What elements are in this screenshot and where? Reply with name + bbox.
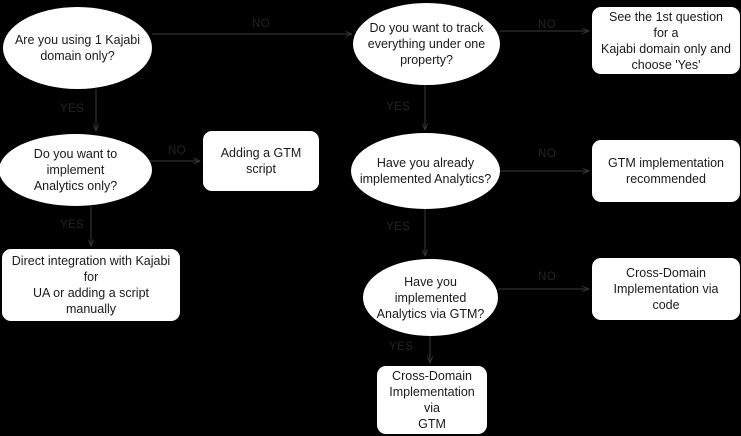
node-label-out-cross-domain-gtm: Cross-Domain Implementation via GTM: [389, 369, 475, 431]
node-q-track-one-property[interactable]: Do you want to track everything under on…: [353, 3, 500, 85]
node-out-direct-integration[interactable]: Direct integration with Kajabi for UA or…: [2, 249, 180, 321]
edge-label-edge-analytics-gtm-yes: YES: [389, 341, 414, 353]
node-q-analytics-via-gtm[interactable]: Have you implemented Analytics via GTM?: [363, 259, 498, 336]
node-out-cross-domain-gtm[interactable]: Cross-Domain Implementation via GTM: [377, 366, 487, 434]
node-label-out-see-1st-question: See the 1st question for a Kajabi domain…: [601, 9, 731, 72]
node-label-q-already-implemented-analytics: Have you already implemented Analytics?: [359, 156, 492, 186]
node-out-adding-gtm-script[interactable]: Adding a GTM script: [203, 131, 319, 191]
edge-label-edge-track-property-no: NO: [538, 19, 557, 31]
node-out-see-1st-question[interactable]: See the 1st question for a Kajabi domain…: [592, 7, 740, 74]
edge-label-edge-track-property-yes: YES: [386, 101, 411, 113]
edge-label-edge-already-analytics-no: NO: [538, 148, 557, 160]
node-label-q-kajabi-domain: Are you using 1 Kajabi domain only?: [14, 33, 141, 63]
node-q-kajabi-domain[interactable]: Are you using 1 Kajabi domain only?: [3, 7, 152, 89]
node-label-out-adding-gtm-script: Adding a GTM script: [220, 146, 302, 176]
edge-label-edge-already-analytics-yes: YES: [386, 221, 411, 233]
node-label-q-implement-analytics-only: Do you want to implement Analytics only?: [33, 147, 118, 193]
edge-label-edge-analytics-gtm-no: NO: [538, 271, 557, 283]
node-out-cross-domain-code[interactable]: Cross-Domain Implementation via code: [592, 258, 740, 320]
edge-label-edge-implement-analytics-yes: YES: [60, 219, 85, 231]
node-label-out-cross-domain-code: Cross-Domain Implementation via code: [613, 266, 719, 312]
edge-label-edge-kajabi-domain-no: NO: [252, 18, 271, 30]
node-q-already-implemented-analytics[interactable]: Have you already implemented Analytics?: [351, 133, 500, 209]
node-out-gtm-recommended[interactable]: GTM implementation recommended: [592, 140, 740, 202]
edge-label-edge-kajabi-domain-yes: YES: [60, 103, 85, 115]
node-label-out-gtm-recommended: GTM implementation recommended: [607, 156, 724, 186]
node-q-implement-analytics-only[interactable]: Do you want to implement Analytics only?: [0, 134, 152, 206]
node-label-q-track-one-property: Do you want to track everything under on…: [367, 21, 486, 67]
node-label-out-direct-integration: Direct integration with Kajabi for UA or…: [11, 254, 171, 316]
node-label-q-analytics-via-gtm: Have you implemented Analytics via GTM?: [376, 274, 485, 321]
edge-label-edge-implement-analytics-no: NO: [168, 145, 187, 157]
